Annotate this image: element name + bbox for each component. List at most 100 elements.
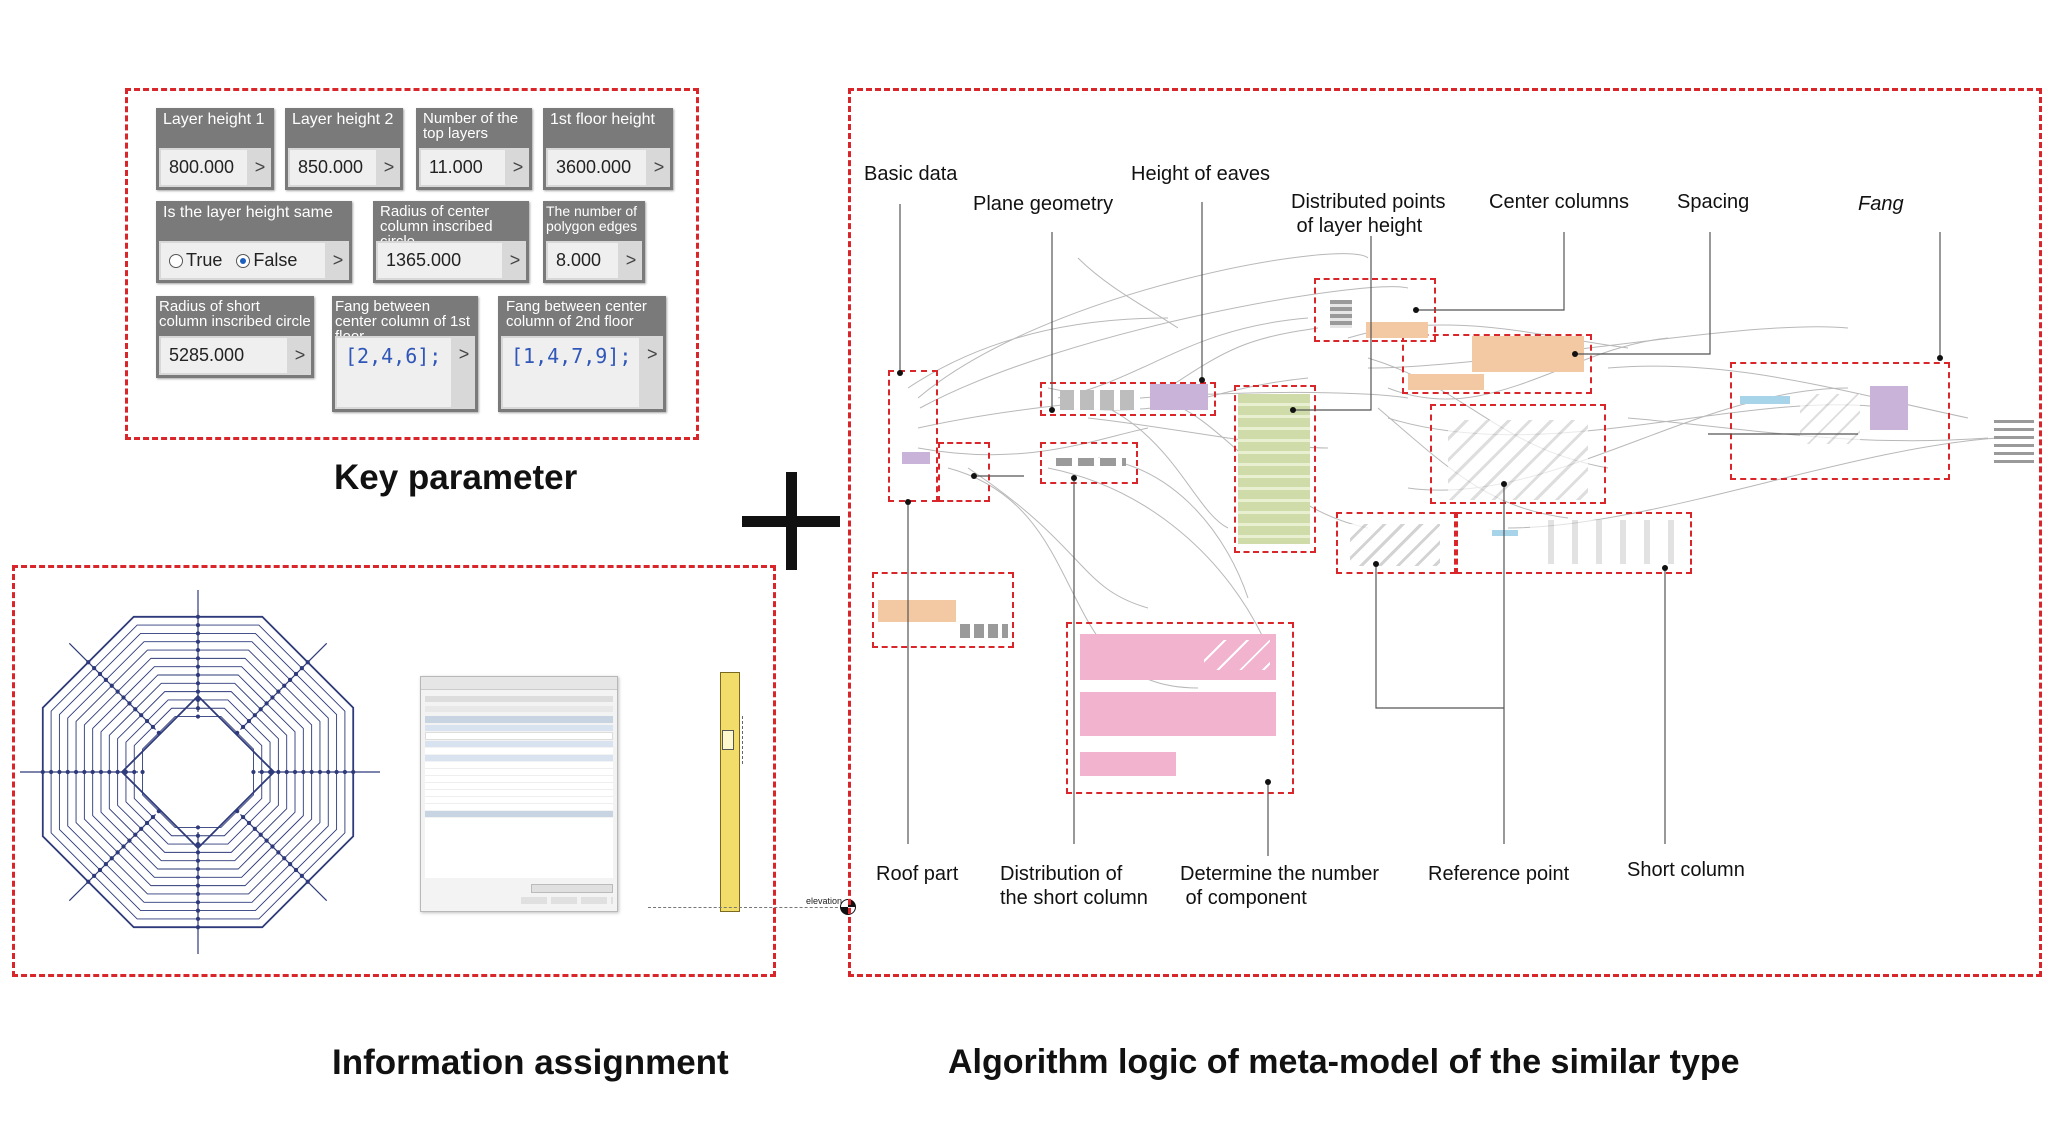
column-point xyxy=(103,862,108,867)
plus-sign-icon xyxy=(742,472,840,570)
code-block-value[interactable]: [2,4,6]; xyxy=(337,338,451,407)
column-point xyxy=(97,867,103,873)
radio-false[interactable] xyxy=(236,253,251,268)
expand-arrow-icon[interactable]: > xyxy=(646,344,658,364)
column-point xyxy=(252,826,257,831)
expand-arrow-icon[interactable]: > xyxy=(383,157,395,177)
group-basic-data-2 xyxy=(938,442,990,502)
node-title: Radius of short column inscribed circle xyxy=(159,298,311,330)
group-roof-part xyxy=(872,572,1014,648)
column-point xyxy=(235,730,240,735)
param-node-fang-2nd-floor[interactable]: Fang between center column of 2nd floor … xyxy=(498,296,666,412)
param-node-layer-height-2[interactable]: Layer height 2 850.000> xyxy=(285,108,403,190)
octagon-ring xyxy=(41,615,355,929)
node-title: Radius of center column inscribed circle xyxy=(380,203,493,241)
param-node-layer-height-same[interactable]: Is the layer height same True False > xyxy=(156,201,352,283)
code-block-value[interactable]: [1,4,7,9]; xyxy=(503,338,640,407)
expand-arrow-icon[interactable]: > xyxy=(512,157,524,177)
column-point xyxy=(98,769,104,775)
algorithm-frame xyxy=(848,88,2042,977)
radio-true[interactable] xyxy=(169,253,183,268)
column-point xyxy=(301,769,306,775)
node-title: 1st floor height xyxy=(550,111,655,128)
node-value[interactable]: 1365.000 xyxy=(378,243,502,278)
column-point xyxy=(195,623,201,628)
node-value[interactable]: 3600.000 xyxy=(548,150,646,185)
column-point xyxy=(288,862,293,867)
expand-arrow-icon[interactable]: > xyxy=(509,250,521,270)
column-point xyxy=(284,769,289,775)
octagon-ring xyxy=(125,699,271,845)
octagon-ring xyxy=(50,624,346,920)
column-point xyxy=(195,900,201,905)
column-point xyxy=(150,814,156,820)
algorithm-caption: Algorithm logic of meta-model of the sim… xyxy=(948,1043,1740,1081)
param-node-short-column-radius[interactable]: Radius of short column inscribed circle … xyxy=(156,296,314,378)
column-point xyxy=(267,769,273,775)
expand-arrow-icon[interactable]: > xyxy=(254,157,266,177)
column-point xyxy=(252,713,257,718)
label-distributed-points: Distributed points of layer height xyxy=(1291,191,1446,237)
label-fang: Fang xyxy=(1858,193,1904,215)
column-point xyxy=(235,809,240,814)
param-node-center-column-radius[interactable]: Radius of center column inscribed circle… xyxy=(373,201,529,283)
param-node-number-top-layers[interactable]: Number of the top layers 11.000> xyxy=(416,108,532,190)
node-title: Layer height 1 xyxy=(163,111,265,128)
expand-arrow-icon[interactable]: > xyxy=(458,344,470,364)
column-point xyxy=(195,647,201,653)
column-point xyxy=(150,724,156,730)
expand-arrow-icon[interactable]: > xyxy=(332,250,344,270)
column-point xyxy=(299,666,304,671)
column-point xyxy=(334,769,339,775)
column-point xyxy=(195,875,201,880)
param-node-1st-floor-height[interactable]: 1st floor height 3600.000 > xyxy=(543,108,673,190)
expand-arrow-icon[interactable]: > xyxy=(653,157,665,177)
param-node-layer-height-1[interactable]: Layer height 1 800.000 > xyxy=(156,108,274,190)
boolean-toggle[interactable]: True False xyxy=(161,243,325,278)
node-value[interactable]: 11.000 xyxy=(421,150,505,185)
column-point xyxy=(195,614,201,619)
node-value[interactable]: 850.000 xyxy=(290,150,376,185)
column-point xyxy=(140,769,145,775)
column-point xyxy=(195,866,201,872)
column-point xyxy=(305,879,310,884)
column-point xyxy=(195,850,201,855)
expand-arrow-icon[interactable]: > xyxy=(294,345,306,365)
param-node-polygon-edges[interactable]: The number of polygon edges 8.000> xyxy=(543,201,645,283)
node-value[interactable]: 8.000 xyxy=(548,243,618,278)
column-point xyxy=(121,844,126,849)
column-point xyxy=(195,916,201,921)
column-point xyxy=(127,701,132,706)
column-point xyxy=(276,689,281,694)
node-value[interactable]: 5285.000 xyxy=(161,338,287,373)
node-value[interactable]: 800.000 xyxy=(161,150,247,185)
param-node-fang-1st-floor[interactable]: Fang between center column of 1st floor … xyxy=(332,296,478,412)
column-point xyxy=(127,838,132,843)
column-point xyxy=(195,833,201,838)
pink-cluster-3 xyxy=(1080,752,1176,776)
column-point xyxy=(276,850,281,855)
column-point xyxy=(195,681,201,686)
expand-arrow-icon[interactable]: > xyxy=(625,250,637,270)
label-center-columns: Center columns xyxy=(1489,191,1630,213)
column-point xyxy=(144,718,150,724)
column-point xyxy=(195,664,201,669)
blue-node-fang xyxy=(1740,396,1790,404)
column-point xyxy=(282,856,287,861)
column-point xyxy=(293,671,299,677)
octagon-ring xyxy=(108,682,288,862)
column-point xyxy=(109,683,114,688)
group-short-column-b xyxy=(1456,512,1692,574)
column-point xyxy=(351,769,356,775)
column-point xyxy=(293,867,299,873)
column-point xyxy=(305,660,310,665)
option-false-label: False xyxy=(253,250,298,270)
octagon-ring xyxy=(83,657,313,887)
pink-cluster-2 xyxy=(1080,692,1276,736)
column-point xyxy=(195,858,201,863)
column-point xyxy=(156,809,161,814)
label-distribution-short-column: Distribution of the short column xyxy=(1000,863,1148,909)
octagon-ring xyxy=(133,707,263,837)
column-point xyxy=(86,660,91,665)
column-point xyxy=(258,707,263,712)
